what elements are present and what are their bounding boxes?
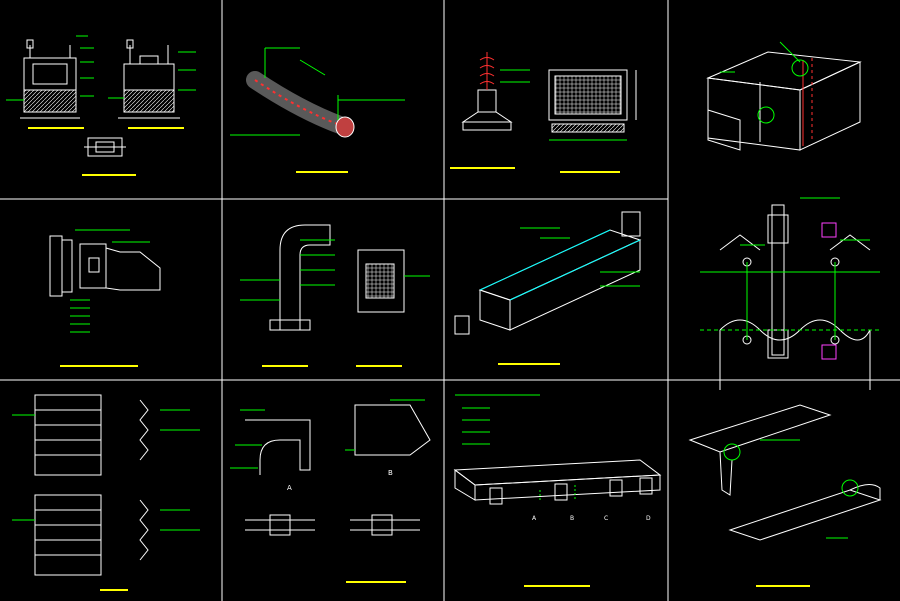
panel-10-dampers xyxy=(12,394,200,591)
panel-4-duct-joint-view xyxy=(706,41,862,151)
panel-12-takeoffs: A B C D xyxy=(453,394,662,587)
panel-12-label-B: B xyxy=(570,515,574,522)
panel-2-flexible-duct xyxy=(230,47,405,173)
panel-9-exploded-duct xyxy=(454,211,642,365)
panel-3-hood-and-grille xyxy=(450,52,637,173)
panel-5-flange-section xyxy=(700,197,880,390)
panel-11-label-B: B xyxy=(388,469,393,477)
panel-11-duct-branches: A B xyxy=(230,399,431,583)
panel-12-label-A: A xyxy=(532,515,537,522)
panel-6-seam-detail xyxy=(688,404,882,587)
panel-12-label-C: C xyxy=(604,515,608,522)
panel-8-return-duct xyxy=(240,224,430,367)
panel-11-label-A: A xyxy=(287,484,292,492)
panel-1-fan-coil-unit xyxy=(6,35,196,176)
panel-7-fan-connection xyxy=(49,229,161,367)
panel-12-label-D: D xyxy=(646,515,651,522)
